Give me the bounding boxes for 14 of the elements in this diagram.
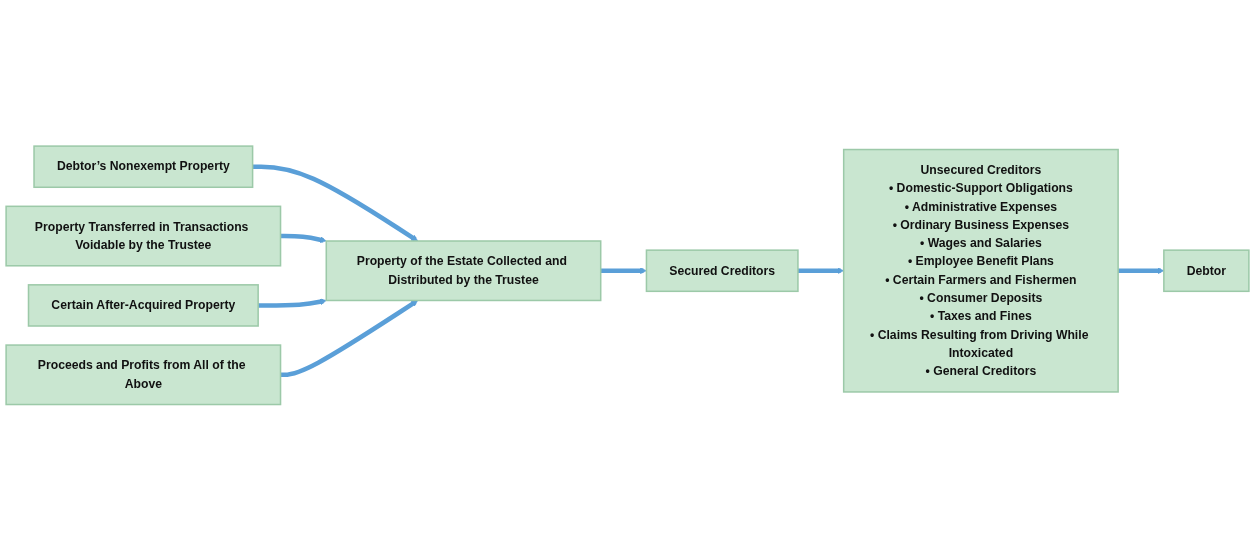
arrow: [280, 299, 419, 377]
arrow: [280, 233, 327, 243]
arrow: [258, 298, 327, 308]
node-box: Unsecured Creditors • Domestic-Support Obligations • Administrative Expenses • Ordinary Business Expenses • Wages and Salaries • Employee Benefit Plans • Certain Farmers and Fishermen • Consumer Deposits • Taxes and Fines • Claims Resulting from Driving While Intoxicated • General Creditors: [842, 148, 1119, 393]
node-box: Debtor’s Nonexempt Property: [33, 145, 254, 188]
arrow: [797, 267, 844, 274]
node-box: Secured Creditors: [645, 249, 799, 292]
arrow: [252, 164, 419, 241]
node-box: Debtor: [1163, 249, 1250, 292]
node-box: Property of the Estate Collected and Distributed by the Trustee: [325, 239, 602, 301]
node-box: Proceeds and Profits from All of the Above: [5, 344, 282, 405]
node-box: Certain After-Acquired Property: [27, 283, 259, 327]
node-box: Property Transferred in Transactions Voidable by the Trustee: [5, 205, 282, 267]
arrow: [600, 267, 647, 274]
